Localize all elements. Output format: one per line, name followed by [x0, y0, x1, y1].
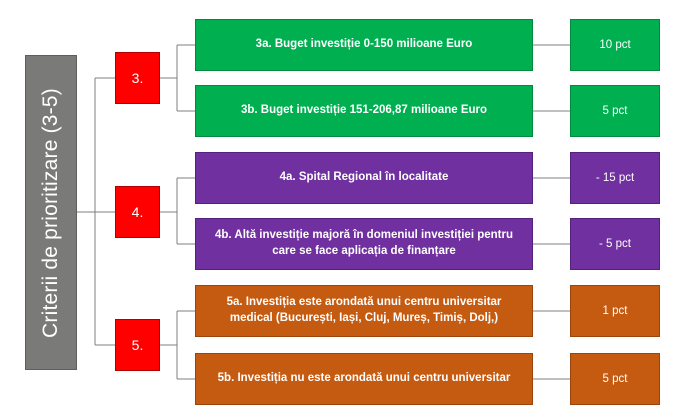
points-3a: 10 pct	[570, 19, 660, 71]
root-criteria-box: Criterii de prioritizare (3-5)	[25, 55, 77, 370]
criterion-3b: 3b. Buget investiție 151-206,87 milioane…	[195, 85, 533, 137]
criterion-3a-text: 3a. Buget investiție 0-150 milioane Euro	[255, 38, 473, 51]
points-5a: 1 pct	[570, 285, 660, 337]
criterion-5b-text: 5b. Investiția nu este arondată unui cen…	[217, 372, 511, 385]
criterion-4a: 4a. Spital Regional în localitate	[195, 152, 533, 204]
points-5b: 5 pct	[570, 353, 660, 405]
group-number-4: 4.	[115, 186, 160, 238]
criterion-4b: 4b. Altă investiție majoră în domeniul i…	[195, 218, 533, 270]
points-4b: - 5 pct	[570, 218, 660, 270]
root-criteria-label: Criterii de prioritizare (3-5)	[39, 87, 63, 338]
criterion-3a: 3a. Buget investiție 0-150 milioane Euro	[195, 19, 533, 71]
criterion-4a-text: 4a. Spital Regional în localitate	[279, 171, 449, 184]
criterion-5a-text: 5a. Investiția este arondată unui centru…	[226, 296, 502, 324]
criterion-5a: 5a. Investiția este arondată unui centru…	[195, 285, 533, 337]
points-3b: 5 pct	[570, 85, 660, 137]
criterion-3b-text: 3b. Buget investiție 151-206,87 milioane…	[240, 104, 488, 117]
group-number-5: 5.	[115, 319, 160, 371]
group-number-3: 3.	[115, 52, 160, 104]
criterion-5b: 5b. Investiția nu este arondată unui cen…	[195, 353, 533, 405]
criterion-4b-text: 4b. Altă investiție majoră în domeniul i…	[215, 229, 513, 257]
points-4a: - 15 pct	[570, 152, 660, 204]
